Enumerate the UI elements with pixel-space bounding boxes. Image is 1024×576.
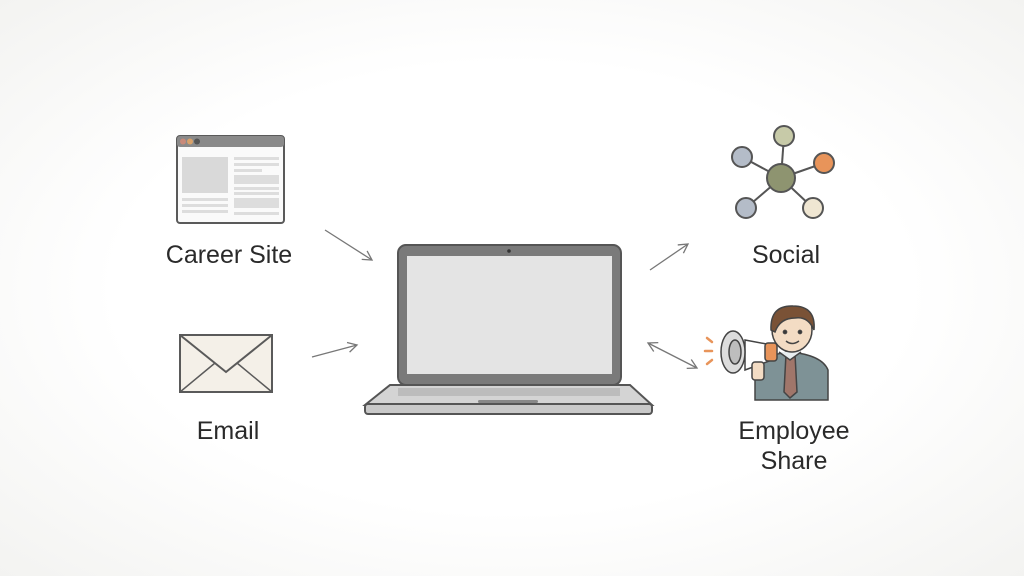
laptop-icon <box>362 244 655 415</box>
envelope-icon <box>179 334 273 393</box>
arrow-email-to-laptop <box>311 341 359 358</box>
browser-window-icon <box>176 135 285 224</box>
arrow-laptop-employee <box>646 341 699 370</box>
employee-share-label-line2: Share <box>760 447 828 475</box>
employee-share-label-line1: Employee <box>738 417 850 445</box>
social-label: Social <box>751 241 821 269</box>
arrow-career-to-laptop <box>324 229 374 261</box>
person-megaphone-icon <box>703 305 829 401</box>
arrow-laptop-to-social <box>649 243 690 271</box>
network-icon <box>731 125 835 219</box>
email-label: Email <box>196 417 260 445</box>
career-site-label: Career Site <box>165 241 293 269</box>
